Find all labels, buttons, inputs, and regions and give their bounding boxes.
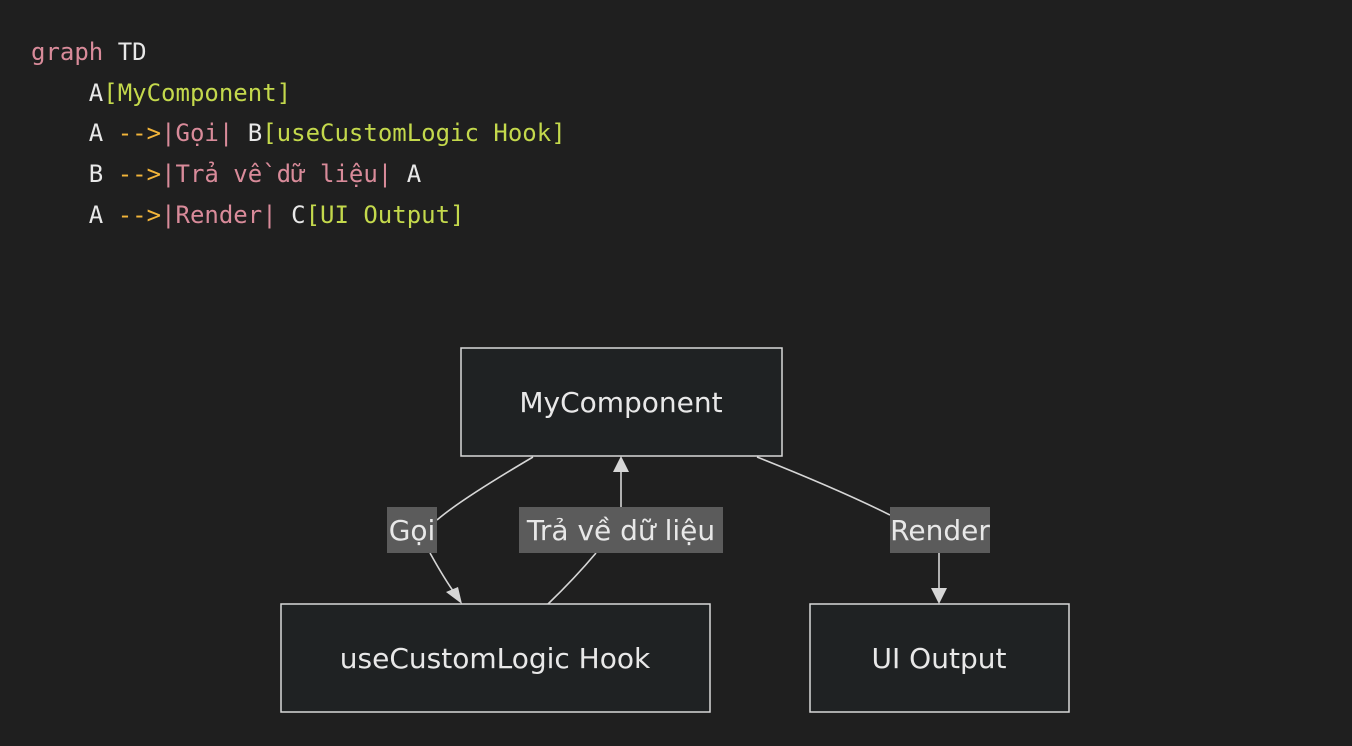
arrowhead-icon — [613, 456, 629, 472]
svg-text:Gọi: Gọi — [389, 514, 436, 547]
code-line-3: A -->|Gọi| B[useCustomLogic Hook] — [31, 113, 566, 154]
svg-text:UI Output: UI Output — [872, 642, 1007, 675]
code-edge-label: |Render| — [161, 200, 277, 229]
arrowhead-icon — [931, 588, 947, 604]
edge-a-to-c — [756, 456, 947, 604]
code-line-5: A -->|Render| C[UI Output] — [31, 195, 566, 236]
edge-a-to-b — [429, 456, 534, 604]
code-node-id: B — [88, 160, 104, 189]
svg-text:MyComponent: MyComponent — [519, 386, 722, 419]
node-ui-output: UI Output — [809, 603, 1070, 713]
code-node-label: [UI Output] — [305, 200, 465, 229]
code-node-id: B — [247, 119, 263, 148]
svg-text:useCustomLogic Hook: useCustomLogic Hook — [340, 642, 651, 675]
code-node-id: A — [88, 119, 104, 148]
code-keyword: graph — [31, 38, 104, 66]
code-edge-label: |Gọi| — [161, 119, 234, 148]
code-line-4: B -->|Trả về dữ liệu| A — [31, 154, 566, 195]
code-line-2: A[MyComponent] — [31, 73, 566, 114]
code-node-label: [useCustomLogic Hook] — [262, 119, 566, 148]
edge-label-goi: Gọi — [387, 507, 437, 553]
code-node-id: A — [406, 160, 422, 189]
code-node-id: A — [88, 200, 104, 229]
code-direction: TD — [117, 38, 147, 66]
edge-b-to-a — [547, 456, 629, 605]
arrowhead-icon — [446, 587, 462, 604]
mermaid-source-code: graph TD A[MyComponent] A -->|Gọi| B[use… — [31, 32, 566, 235]
node-mycomponent: MyComponent — [460, 347, 783, 457]
edge-label-tra-ve-du-lieu: Trả về dữ liệu — [519, 507, 723, 553]
code-arrow: --> — [117, 200, 162, 229]
code-arrow: --> — [117, 160, 162, 189]
edge-label-render: Render — [890, 507, 990, 553]
svg-text:Render: Render — [890, 514, 990, 547]
code-node-label: [MyComponent] — [103, 78, 292, 107]
svg-text:Trả về dữ liệu: Trả về dữ liệu — [526, 514, 715, 547]
code-arrow: --> — [117, 119, 162, 148]
code-edge-label: |Trả về dữ liệu| — [161, 160, 393, 189]
code-line-1: graph TD — [31, 32, 566, 73]
code-node-id: C — [291, 200, 306, 229]
node-usecustomlogic-hook: useCustomLogic Hook — [280, 603, 711, 713]
code-node-id: A — [88, 78, 104, 107]
